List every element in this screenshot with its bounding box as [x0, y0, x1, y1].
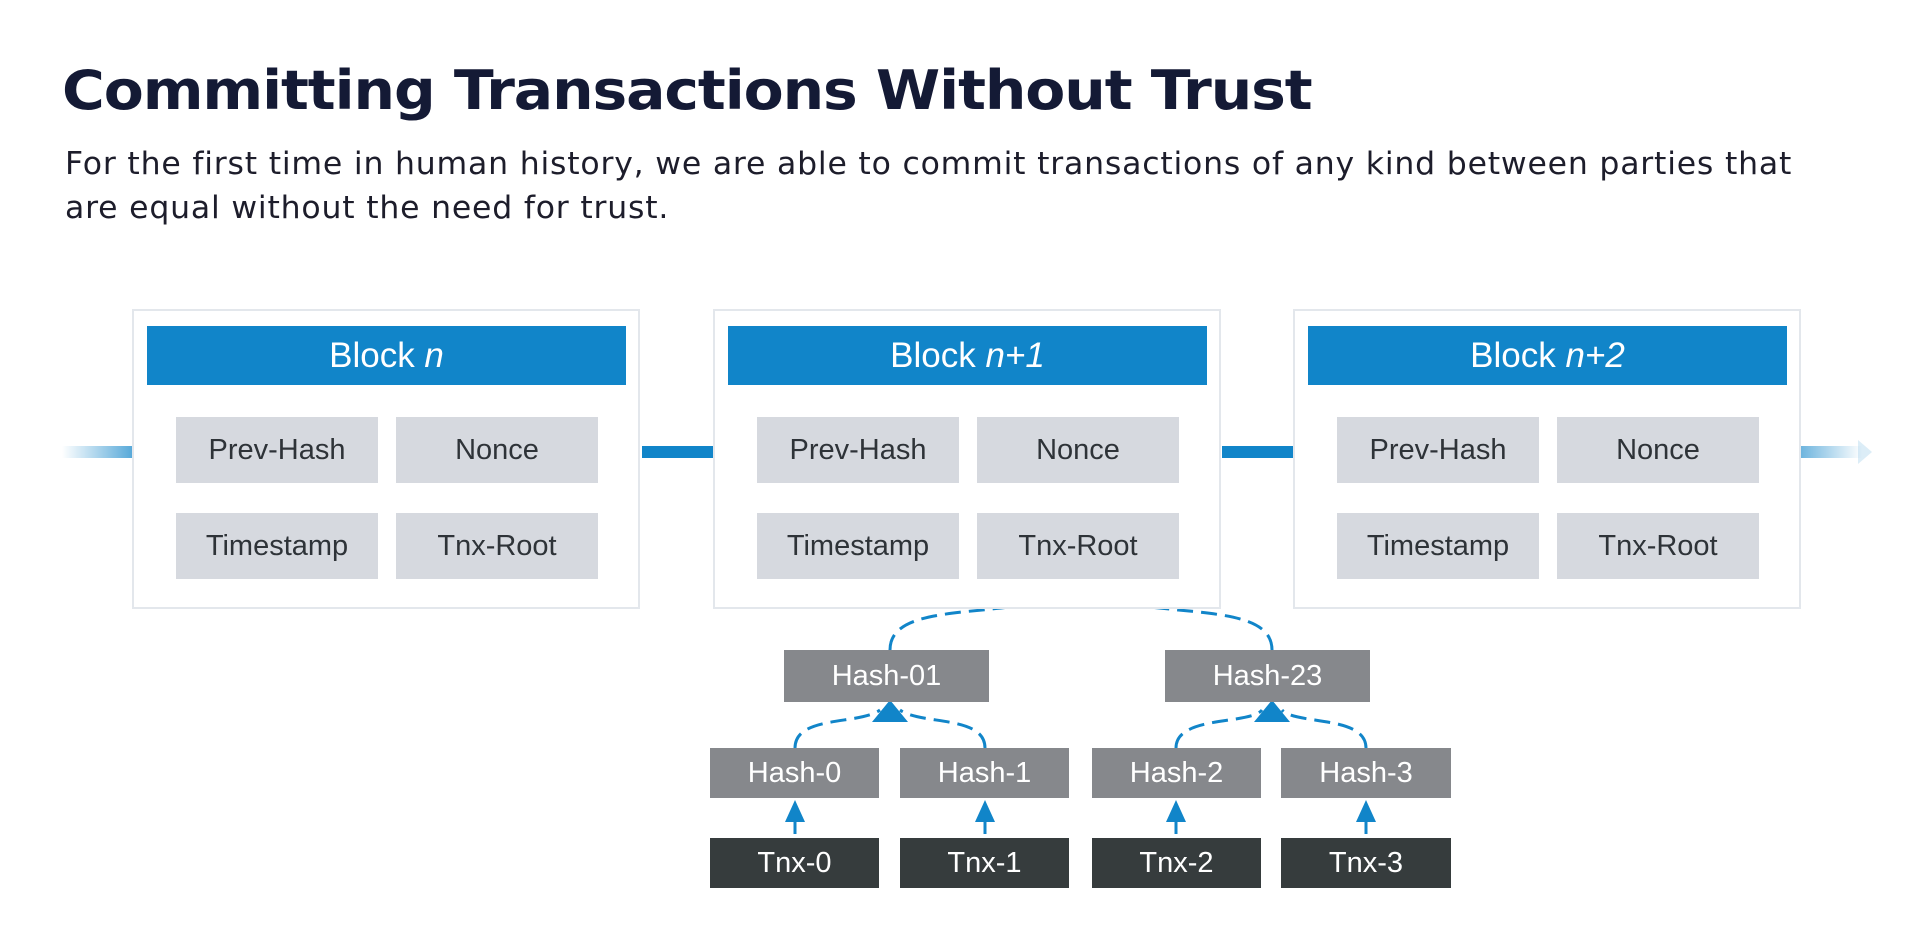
- arrowhead-icon: [1356, 800, 1376, 822]
- arrowhead-icon: [785, 800, 805, 822]
- block-header: Block n+1: [728, 326, 1207, 385]
- transaction-tnx-1: Tnx-1: [900, 838, 1069, 888]
- field-tnx-root: Tnx-Root: [977, 513, 1179, 579]
- block-n-plus-1: Block n+1 Prev-Hash Nonce Timestamp Tnx-…: [713, 309, 1221, 609]
- arrowhead-icon: [1272, 700, 1290, 722]
- field-nonce: Nonce: [396, 417, 598, 483]
- arrowhead-icon: [1254, 700, 1274, 722]
- arrowhead-icon: [975, 800, 995, 822]
- field-timestamp: Timestamp: [176, 513, 378, 579]
- transaction-tnx-3: Tnx-3: [1281, 838, 1451, 888]
- field-prev-hash: Prev-Hash: [176, 417, 378, 483]
- block-n: Block n Prev-Hash Nonce Timestamp Tnx-Ro…: [132, 309, 640, 609]
- field-prev-hash: Prev-Hash: [1337, 417, 1539, 483]
- arrowhead-icon: [1166, 800, 1186, 822]
- field-nonce: Nonce: [1557, 417, 1759, 483]
- field-prev-hash: Prev-Hash: [757, 417, 959, 483]
- merkle-node-hash-01: Hash-01: [784, 650, 989, 702]
- arrowhead-icon: [890, 700, 908, 722]
- block-header: Block n: [147, 326, 626, 385]
- block-n-plus-2: Block n+2 Prev-Hash Nonce Timestamp Tnx-…: [1293, 309, 1801, 609]
- transaction-tnx-0: Tnx-0: [710, 838, 879, 888]
- field-timestamp: Timestamp: [757, 513, 959, 579]
- field-tnx-root: Tnx-Root: [1557, 513, 1759, 579]
- link-hash3-hash23: [1280, 708, 1368, 749]
- link-hash2-hash23: [1174, 708, 1264, 749]
- field-timestamp: Timestamp: [1337, 513, 1539, 579]
- slide-title: Committing Transactions Without Trust: [62, 59, 1313, 122]
- arrowhead-icon: [1858, 440, 1872, 464]
- slide-subtitle: For the first time in human history, we …: [65, 146, 1793, 226]
- merkle-node-hash-23: Hash-23: [1165, 650, 1370, 702]
- link-hash1-hash01: [899, 708, 987, 749]
- merkle-node-hash-3: Hash-3: [1281, 748, 1451, 798]
- link-hash0-hash01: [793, 708, 881, 749]
- merkle-node-hash-1: Hash-1: [900, 748, 1069, 798]
- arrowhead-icon: [872, 700, 892, 722]
- merkle-node-hash-0: Hash-0: [710, 748, 879, 798]
- merkle-node-hash-2: Hash-2: [1092, 748, 1261, 798]
- block-header: Block n+2: [1308, 326, 1787, 385]
- transaction-tnx-2: Tnx-2: [1092, 838, 1261, 888]
- field-tnx-root: Tnx-Root: [396, 513, 598, 579]
- field-nonce: Nonce: [977, 417, 1179, 483]
